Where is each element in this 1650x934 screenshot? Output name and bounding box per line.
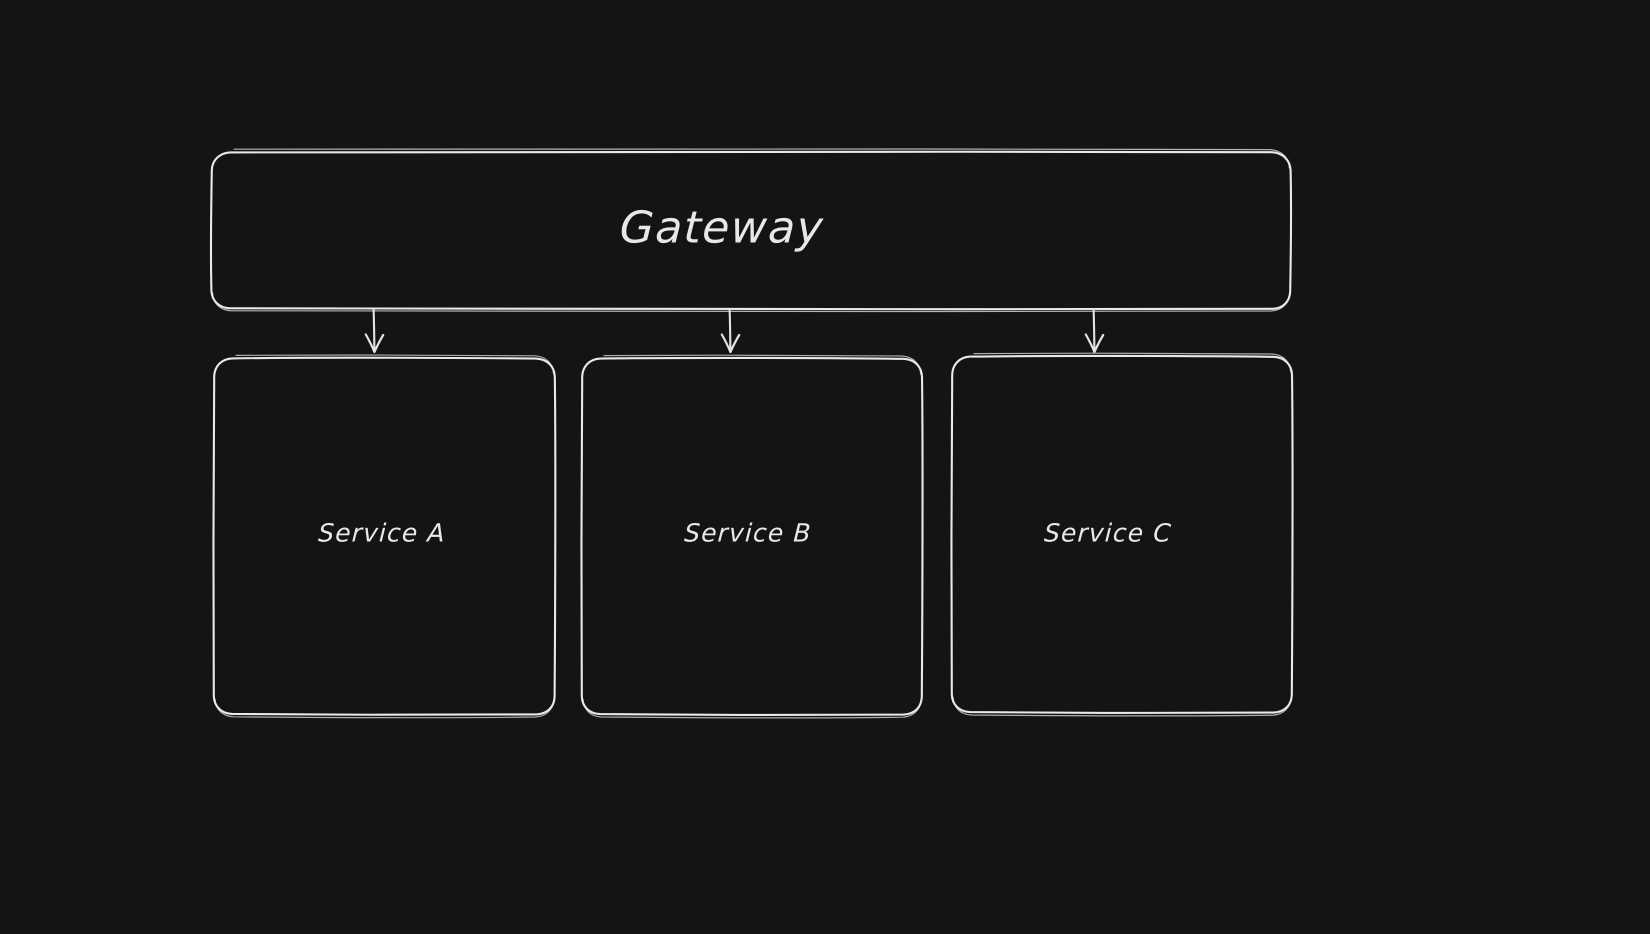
node-service-b-outline (580, 356, 924, 717)
node-service-b[interactable] (580, 354, 924, 719)
node-gateway[interactable] (209, 148, 1293, 313)
edge-gateway-to-service-c[interactable] (1084, 308, 1105, 354)
node-gateway-fill (211, 151, 1291, 309)
node-gateway-label: Gateway (618, 202, 826, 254)
node-service-a-label: Service A (317, 518, 447, 548)
node-service-a-outline-second-pass (214, 354, 555, 719)
edge-gateway-to-service-a-line (372, 308, 376, 353)
edge-gateway-to-service-b[interactable] (720, 308, 741, 354)
node-service-c-fill (951, 355, 1292, 713)
node-service-a-fill (213, 357, 555, 715)
edge-gateway-to-service-b-line (728, 308, 732, 353)
edge-gateway-to-service-a[interactable] (364, 308, 385, 354)
node-service-b-label: Service B (683, 518, 813, 548)
node-service-c-label: Service C (1043, 518, 1173, 548)
node-service-c-outline (950, 354, 1294, 715)
node-service-b-outline-second-pass (582, 354, 922, 719)
node-service-a-outline (212, 356, 557, 716)
node-service-c-outline-second-pass (952, 352, 1292, 717)
node-gateway-outline (209, 150, 1293, 311)
node-service-c[interactable] (950, 352, 1294, 717)
edge-gateway-to-service-a-arrowhead-icon (364, 333, 385, 354)
node-service-b-fill (581, 357, 922, 715)
node-gateway-outline-second-pass (212, 148, 1291, 313)
edge-gateway-to-service-c-line (1092, 308, 1096, 353)
edge-gateway-to-service-c-arrowhead-icon (1084, 333, 1105, 354)
node-service-a[interactable] (212, 354, 557, 719)
edge-gateway-to-service-b-arrowhead-icon (720, 333, 741, 354)
